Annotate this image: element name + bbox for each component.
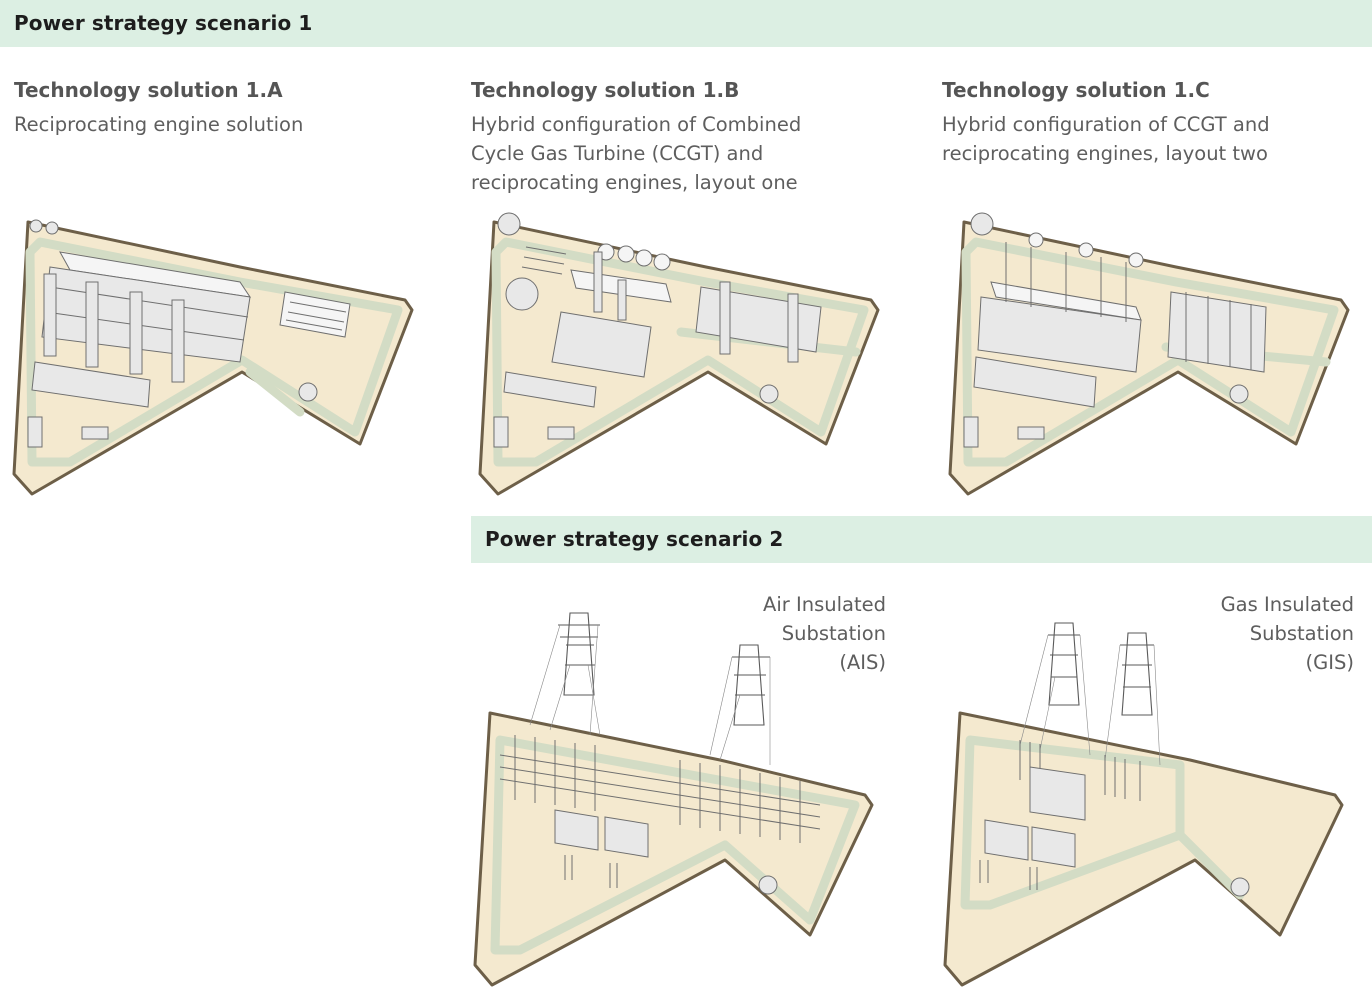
solution-1a-description: Reciprocating engine solution bbox=[14, 110, 303, 139]
ccgt-block bbox=[551, 243, 672, 378]
solution-1b-description: Hybrid configuration of Combined Cycle G… bbox=[471, 110, 801, 197]
transformers bbox=[554, 809, 649, 888]
description-line: Hybrid configuration of CCGT and bbox=[942, 113, 1270, 136]
transmission-tower-left bbox=[1019, 622, 1091, 756]
tank bbox=[1230, 877, 1250, 897]
site-road bbox=[25, 237, 403, 467]
scenario-2-band bbox=[471, 516, 1372, 563]
solution-1c-title: Technology solution 1.C bbox=[942, 78, 1210, 102]
switchgear bbox=[1019, 740, 1141, 821]
scenario-2-title: Power strategy scenario 2 bbox=[485, 527, 784, 551]
site-road bbox=[961, 237, 1339, 467]
stacks bbox=[43, 273, 185, 383]
label-line: Air Insulated bbox=[763, 593, 886, 616]
scenario-1-band bbox=[0, 0, 1372, 47]
label-line: Substation bbox=[781, 622, 886, 645]
label-line: Gas Insulated bbox=[1220, 593, 1354, 616]
site-road bbox=[491, 237, 869, 467]
aux-buildings bbox=[493, 371, 779, 448]
annex bbox=[31, 291, 351, 408]
description-line: Hybrid configuration of Combined bbox=[471, 113, 802, 136]
scenario-1-title: Power strategy scenario 1 bbox=[14, 11, 313, 35]
description-line: reciprocating engines, layout one bbox=[471, 171, 798, 194]
gis-illustration bbox=[943, 622, 1344, 987]
site-illustration-1b bbox=[478, 212, 880, 496]
site-land bbox=[478, 220, 880, 496]
tanks bbox=[497, 212, 567, 311]
ais-label: Air Insulated Substation (AIS) bbox=[763, 590, 886, 677]
aux-buildings bbox=[963, 212, 1249, 448]
transformers bbox=[979, 819, 1076, 890]
site-road bbox=[960, 735, 1185, 910]
gis-label: Gas Insulated Substation (GIS) bbox=[1221, 590, 1354, 677]
description-line: Reciprocating engine solution bbox=[14, 113, 304, 136]
ccgt-block bbox=[977, 232, 1144, 373]
transmission-tower-right bbox=[709, 644, 771, 765]
transmission-tower-right bbox=[1104, 632, 1161, 766]
site-road bbox=[490, 735, 860, 955]
site-illustration-1a bbox=[12, 219, 414, 496]
ais-illustration bbox=[473, 612, 874, 987]
switchyard bbox=[499, 735, 821, 843]
small-tanks bbox=[27, 219, 109, 448]
label-line: (AIS) bbox=[839, 651, 886, 674]
site-land bbox=[473, 711, 874, 987]
engine-hall bbox=[1167, 291, 1267, 373]
label-line: (GIS) bbox=[1305, 651, 1354, 674]
tank bbox=[758, 875, 778, 895]
site-illustration-1c bbox=[948, 212, 1350, 496]
description-line: reciprocating engines, layout two bbox=[942, 142, 1268, 165]
label-line: Substation bbox=[1249, 622, 1354, 645]
description-line: Cycle Gas Turbine (CCGT) and bbox=[471, 142, 764, 165]
solution-1b-title: Technology solution 1.B bbox=[471, 78, 740, 102]
solution-1a-title: Technology solution 1.A bbox=[14, 78, 283, 102]
solution-1c-description: Hybrid configuration of CCGT and recipro… bbox=[942, 110, 1270, 168]
site-land bbox=[948, 220, 1350, 496]
transmission-tower-left bbox=[529, 612, 601, 736]
engine-hall bbox=[695, 281, 822, 363]
